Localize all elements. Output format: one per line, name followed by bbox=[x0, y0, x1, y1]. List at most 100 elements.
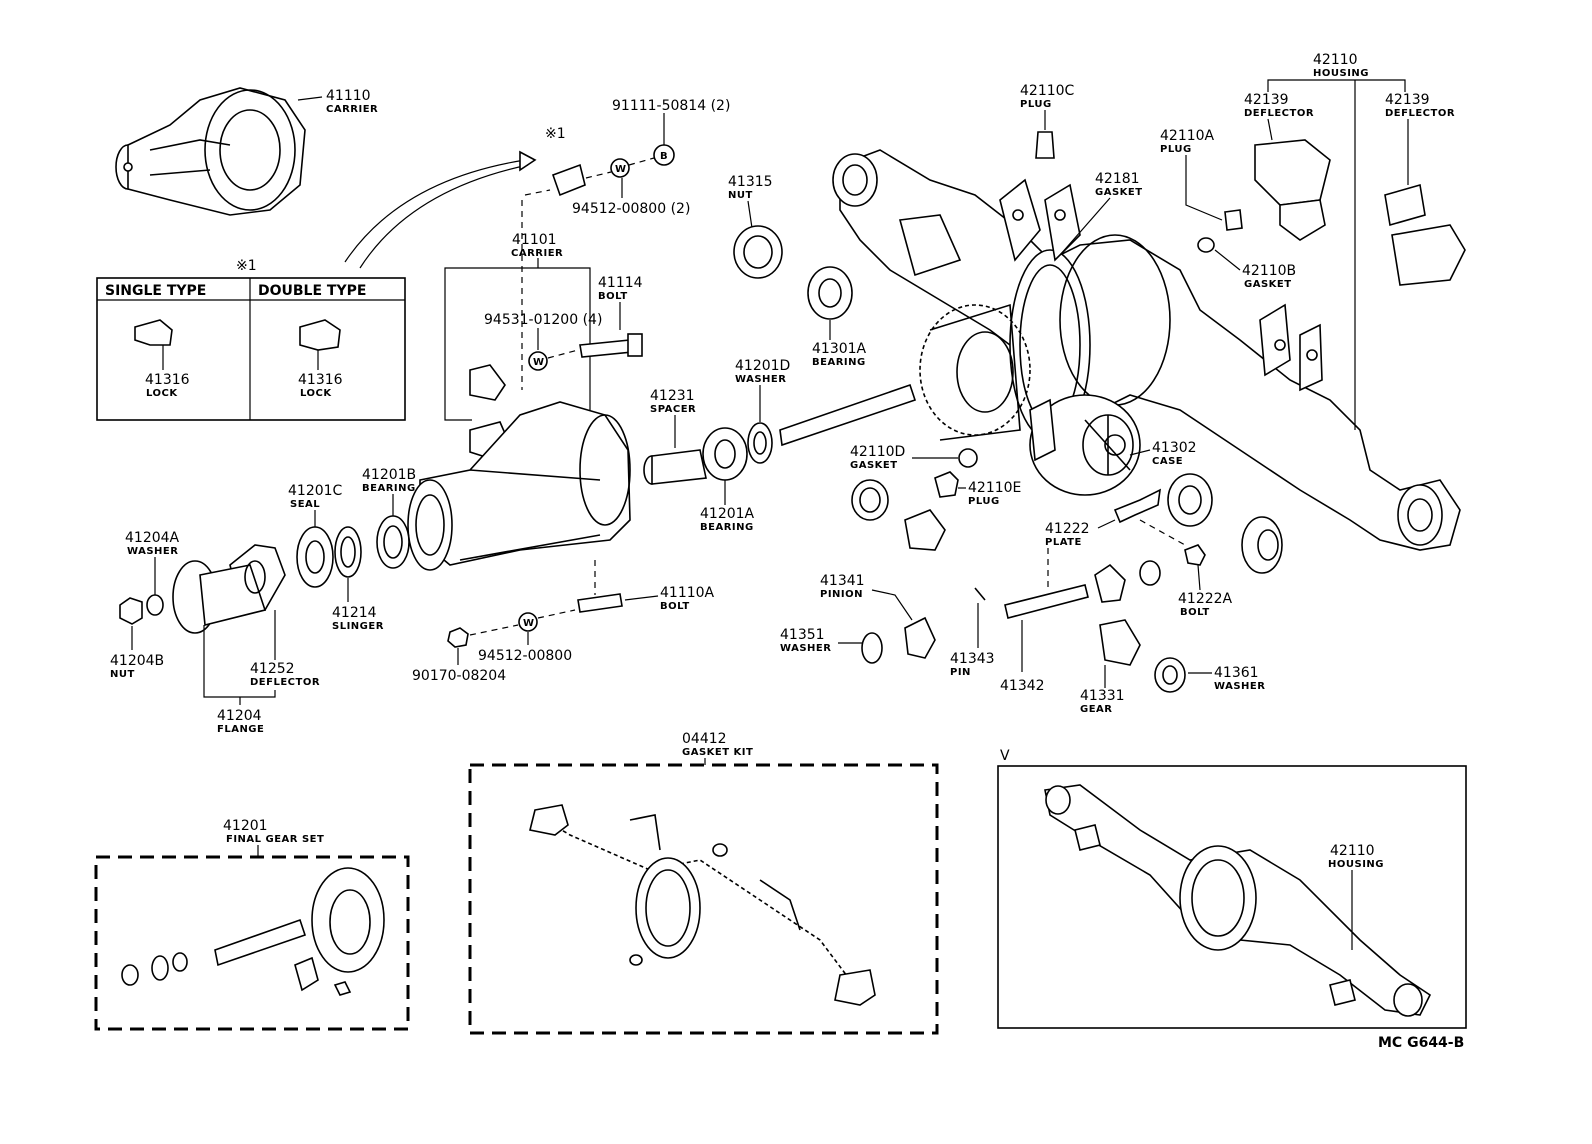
part-number-41316-double: 41316 bbox=[298, 372, 343, 388]
part-number-42110B: 42110B bbox=[1242, 263, 1296, 279]
callout-41341: 41341 PINION bbox=[820, 573, 936, 659]
washer-mark-w2: W bbox=[533, 357, 545, 368]
part-number-91111-50814: 91111-50814 (2) bbox=[612, 98, 730, 114]
callout-91111-50814: 91111-50814 (2) B W 94512-00800 (2) bbox=[572, 98, 730, 217]
ring-gear-drawing bbox=[919, 303, 1031, 441]
part-number-41222A: 41222A bbox=[1178, 591, 1233, 607]
part-number-94531-01200: 94531-01200 (4) bbox=[484, 312, 602, 328]
part-number-42110D: 42110D bbox=[850, 444, 905, 460]
part-number-41204A: 41204A bbox=[125, 530, 180, 546]
part-number-41302: 41302 bbox=[1152, 440, 1197, 456]
part-name-gasket-42110D: GASKET bbox=[850, 460, 898, 471]
part-number-41331: 41331 bbox=[1080, 688, 1125, 704]
part-name-carrier-41101: CARRIER bbox=[511, 248, 563, 259]
part-name-gear: GEAR bbox=[1080, 704, 1112, 715]
pinion-shaft-41342: 41342 bbox=[1000, 584, 1089, 694]
part-number-41252: 41252 bbox=[250, 661, 295, 677]
callout-star1-lock: ※1 bbox=[524, 126, 586, 197]
part-number-41351: 41351 bbox=[780, 627, 825, 643]
pinion-shaft-parts bbox=[643, 383, 917, 485]
callout-42110-housing-bottom: 42110 HOUSING bbox=[1328, 843, 1384, 950]
part-number-41315: 41315 bbox=[728, 174, 773, 190]
part-name-final-gear-set: FINAL GEAR SET bbox=[226, 834, 324, 845]
callout-42139-right: 42139 DEFLECTOR bbox=[1384, 92, 1466, 286]
axle-housing-drawing bbox=[832, 149, 1461, 551]
part-name-pin: PIN bbox=[950, 667, 971, 678]
part-name-pinion: PINION bbox=[820, 589, 863, 600]
note-star1-box: ※1 bbox=[236, 258, 257, 274]
callout-41315: 41315 NUT bbox=[728, 174, 783, 279]
final-gear-set-box: 41201 FINAL GEAR SET bbox=[94, 818, 410, 1031]
callout-42110B: 42110B GASKET bbox=[1197, 237, 1296, 290]
part-name-lock-single: LOCK bbox=[146, 388, 178, 399]
part-number-42110-top: 42110 bbox=[1313, 52, 1358, 68]
part-name-plug-42110E: PLUG bbox=[968, 496, 1000, 507]
part-number-41343: 41343 bbox=[950, 651, 995, 667]
part-number-41341: 41341 bbox=[820, 573, 865, 589]
part-name-washer-41351: WASHER bbox=[780, 643, 831, 654]
callout-41201B: 41201B BEARING bbox=[362, 467, 416, 516]
part-name-gasket-kit: GASKET KIT bbox=[682, 747, 753, 758]
washer-mark-w1: W bbox=[615, 164, 627, 175]
part-number-04412: 04412 bbox=[682, 731, 727, 747]
part-number-41301A: 41301A bbox=[812, 341, 867, 357]
part-number-42110-bottom: 42110 bbox=[1330, 843, 1375, 859]
side-bearings bbox=[851, 473, 1283, 574]
part-name-bolt-41222A: BOLT bbox=[1180, 607, 1210, 618]
callout-41351: 41351 WASHER bbox=[780, 627, 883, 664]
callout-42110D: 42110D GASKET bbox=[850, 444, 978, 471]
part-number-41316-single: 41316 bbox=[145, 372, 190, 388]
part-number-41342: 41342 bbox=[1000, 678, 1045, 694]
callout-41110: 41110 CARRIER bbox=[297, 88, 378, 115]
figure-code: MC G644-B bbox=[1378, 1035, 1464, 1051]
part-name-plug-42110A: PLUG bbox=[1160, 144, 1192, 155]
double-type-label: DOUBLE TYPE bbox=[258, 283, 366, 299]
callout-41114: 41114 BOLT bbox=[579, 275, 643, 358]
reference-arrow bbox=[344, 159, 526, 263]
part-number-41201: 41201 bbox=[223, 818, 268, 834]
callout-90170-08204: 90170-08204 bbox=[412, 627, 506, 684]
callout-41252: 41252 DEFLECTOR bbox=[250, 610, 320, 688]
part-name-bolt-41110A: BOLT bbox=[660, 601, 690, 612]
part-name-gasket-42181: GASKET bbox=[1095, 187, 1143, 198]
part-name-deflector-right: DEFLECTOR bbox=[1385, 108, 1455, 119]
part-number-42110A: 42110A bbox=[1160, 128, 1215, 144]
part-number-90170-08204: 90170-08204 bbox=[412, 668, 506, 684]
part-number-41201C: 41201C bbox=[288, 483, 343, 499]
callout-94512-00800: W 94512-00800 bbox=[469, 609, 576, 664]
part-name-nut-41204B: NUT bbox=[110, 669, 135, 680]
part-number-41204B: 41204B bbox=[110, 653, 164, 669]
part-name-bearing-41201B: BEARING bbox=[362, 483, 416, 494]
part-number-42139-right: 42139 bbox=[1385, 92, 1430, 108]
lock-type-box: SINGLE TYPE DOUBLE TYPE ※1 41316 LOCK 41… bbox=[96, 150, 537, 421]
part-name-nut-41315: NUT bbox=[728, 190, 753, 201]
callout-41343: 41343 PIN bbox=[950, 587, 995, 678]
callout-41201A: 41201A BEARING bbox=[700, 480, 755, 533]
side-gears bbox=[1094, 560, 1186, 693]
pinion-front-parts bbox=[119, 515, 410, 634]
part-name-case: CASE bbox=[1152, 456, 1183, 467]
part-number-41201D: 41201D bbox=[735, 358, 790, 374]
gasket-kit-box: 04412 GASKET KIT bbox=[468, 731, 939, 1035]
pinion-carrier-drawing bbox=[407, 401, 631, 571]
part-number-42110C: 42110C bbox=[1020, 83, 1075, 99]
part-name-deflector-41252: DEFLECTOR bbox=[250, 677, 320, 688]
differential-case-drawing bbox=[1029, 394, 1141, 496]
callout-42110A: 42110A PLUG bbox=[1160, 128, 1243, 231]
callout-42110E: 42110E PLUG bbox=[934, 471, 1021, 507]
note-star1: ※1 bbox=[545, 126, 566, 142]
callout-41302: 41302 CASE bbox=[1129, 440, 1197, 467]
callout-94531-01200: 94531-01200 (4) W bbox=[484, 312, 602, 371]
part-number-41361: 41361 bbox=[1214, 665, 1259, 681]
part-name-washer-41361: WASHER bbox=[1214, 681, 1265, 692]
part-name-seal: SEAL bbox=[290, 499, 320, 510]
callout-42139-left: 42139 DEFLECTOR bbox=[1244, 92, 1331, 241]
part-number-41204: 41204 bbox=[217, 708, 262, 724]
callout-41301A: 41301A BEARING bbox=[807, 266, 867, 368]
part-name-bearing-41301A: BEARING bbox=[812, 357, 866, 368]
callout-41361: 41361 WASHER bbox=[1188, 665, 1265, 692]
callout-41201D: 41201D WASHER bbox=[735, 358, 790, 422]
callout-41222: 41222 PLATE bbox=[1045, 488, 1186, 590]
part-number-94512-00800-2: 94512-00800 (2) bbox=[572, 201, 690, 217]
